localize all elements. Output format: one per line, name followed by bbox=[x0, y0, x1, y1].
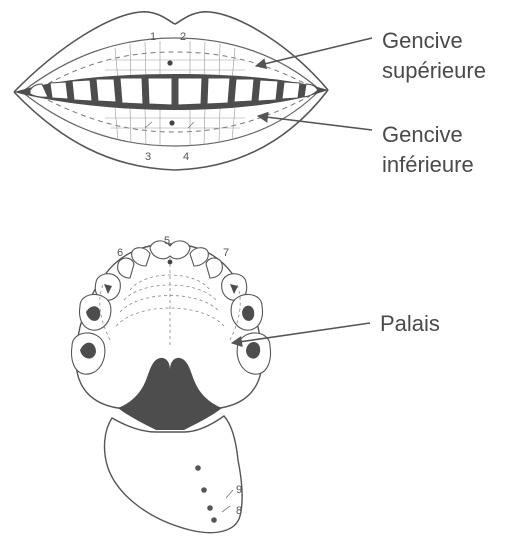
point-number-6: 6 bbox=[117, 247, 123, 259]
point-number-1: 1 bbox=[150, 31, 156, 43]
point-number-5: 5 bbox=[164, 235, 170, 247]
arrow-upper-gum bbox=[256, 38, 372, 66]
point-number-7: 7 bbox=[223, 247, 229, 259]
label-lower-gum: Gencive inférieure bbox=[382, 122, 474, 178]
label-lower-gum-line1: Gencive bbox=[382, 122, 474, 148]
label-upper-gum: Gencive supérieure bbox=[382, 28, 486, 84]
label-upper-gum-line2: supérieure bbox=[382, 58, 486, 84]
point-palate bbox=[168, 260, 173, 265]
point-number-3: 3 bbox=[145, 151, 151, 163]
label-upper-gum-line1: Gencive bbox=[382, 28, 486, 54]
mouth-illustration: 1 2 3 4 bbox=[14, 12, 328, 170]
label-lower-gum-line2: inférieure bbox=[382, 152, 474, 178]
palate-illustration: 5 6 7 8 9 bbox=[72, 235, 271, 533]
label-palate: Palais bbox=[380, 311, 440, 337]
tongue bbox=[105, 416, 243, 533]
point-number-4: 4 bbox=[183, 151, 189, 163]
point-lower-gum bbox=[169, 120, 174, 125]
point-number-9: 9 bbox=[236, 484, 242, 496]
point-number-8: 8 bbox=[236, 505, 242, 517]
point-number-2: 2 bbox=[180, 31, 186, 43]
point-upper-gum bbox=[167, 60, 172, 65]
